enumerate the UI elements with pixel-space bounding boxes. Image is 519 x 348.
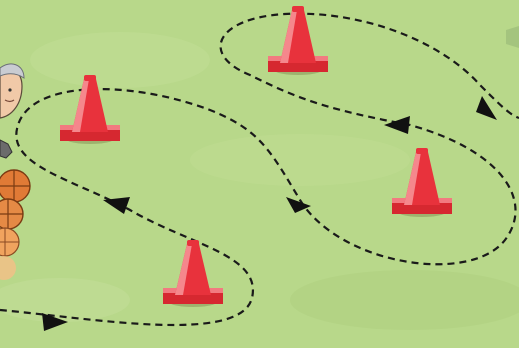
drill-diagram: [0, 0, 519, 348]
